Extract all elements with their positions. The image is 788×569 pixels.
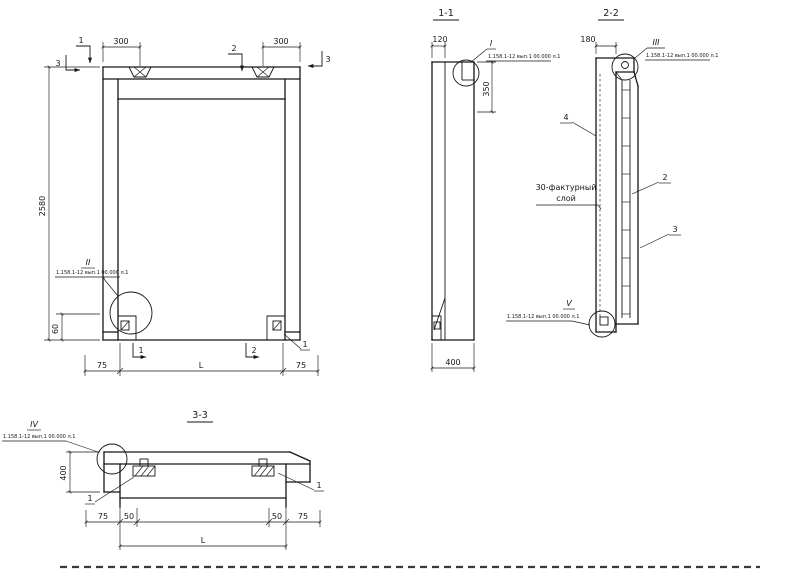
detail-V-ref: 1.158.1-12 вып.1 00.000 л.1 xyxy=(507,314,579,320)
dim-120: 120 xyxy=(432,35,447,44)
cut-1-bottom-label: 1 xyxy=(138,346,143,355)
detail-callout-IV: IV 1.158.1-12 вып.1 00.000 л.1 xyxy=(2,420,99,453)
detail-circle-IV xyxy=(96,443,128,475)
anchor-loop xyxy=(621,61,629,69)
cut-2-top-label: 2 xyxy=(231,44,236,53)
dim-75-left: 75 xyxy=(97,361,107,370)
detail-I-ref: 1.158.1-12 вып.1 00.000 л.1 xyxy=(488,54,560,60)
cut-marker-2-bottom: 2 xyxy=(245,343,260,360)
dim-50-left-3-3: 50 xyxy=(124,512,134,521)
detail-I-label: I xyxy=(490,39,493,48)
section-2-2: 2-2 xyxy=(506,8,718,338)
detail-callout-II: II 1.158.1-12 вып.1 00.000 л.1 xyxy=(55,258,153,335)
detail-III-label: III xyxy=(652,38,660,47)
dim-75-right: 75 xyxy=(296,361,306,370)
section-3-3-title: 3-3 xyxy=(192,410,208,421)
cut-3-left-label: 3 xyxy=(55,59,60,68)
dim-180: 180 xyxy=(580,35,595,44)
note-line-1: 30-фактурный xyxy=(536,183,597,192)
detail-circle-III xyxy=(611,53,639,81)
item-3-label: 3 xyxy=(672,225,677,234)
dim-60: 60 xyxy=(51,324,60,334)
item-2-label: 2 xyxy=(662,173,667,182)
cut-2-bottom-label: 2 xyxy=(251,346,256,355)
detail-IV-ref: 1.158.1-12 вып.1 00.000 л.1 xyxy=(3,434,75,440)
section-2-2-title: 2-2 xyxy=(603,8,619,19)
dim-75-right-3-3: 75 xyxy=(298,512,308,521)
item-leader-1-left: 1 xyxy=(85,476,135,505)
detail-callout-III: III 1.158.1-12 вып.1 00.000 л.1 xyxy=(634,38,718,61)
detail-III-ref: 1.158.1-12 вып.1 00.000 л.1 xyxy=(646,53,718,59)
dim-50-right-3-3: 50 xyxy=(272,512,282,521)
dim-400: 400 xyxy=(445,358,460,367)
cut-1-top-label: 1 xyxy=(78,36,83,45)
dim-2580: 2580 xyxy=(38,196,47,216)
cut-marker-2-top: 2 xyxy=(228,44,245,72)
textured-layer-note: 30-фактурный слой xyxy=(536,183,602,210)
dim-350: 350 xyxy=(482,81,491,96)
dim-L-3-3: L xyxy=(201,536,206,545)
section-1-1-title: 1-1 xyxy=(438,8,454,19)
embed-left xyxy=(132,458,156,477)
item-4-label: 4 xyxy=(563,113,568,122)
lifting-notch-left xyxy=(128,66,152,78)
main-view: 300 300 1 2 3 3 1 2 1 xyxy=(38,36,331,376)
lifting-notch-right xyxy=(251,66,275,78)
item-leader-2: 2 xyxy=(631,173,671,195)
detail-IV-label: IV xyxy=(30,420,38,429)
dim-300-left: 300 xyxy=(113,37,128,46)
item-leader-4: 4 xyxy=(560,113,597,137)
detail-circle-I xyxy=(452,59,480,87)
detail-II-ref: 1.158.1-12 вып.1 00.000 л.1 xyxy=(56,270,128,276)
cut-marker-3-left: 3 xyxy=(55,55,81,73)
detail-circle-V xyxy=(588,310,616,338)
dim-L: L xyxy=(199,361,204,370)
cut-marker-3-right: 3 xyxy=(307,51,331,69)
detail-V-label: V xyxy=(566,299,572,308)
item-leader-1: 1 xyxy=(283,333,310,351)
detail-II-label: II xyxy=(86,258,91,267)
embed-right xyxy=(251,458,275,477)
cut-marker-1-bottom: 1 xyxy=(132,343,147,360)
item-1-label: 1 xyxy=(302,340,307,349)
detail-callout-V: V 1.158.1-12 вып.1 00.000 л.1 xyxy=(506,299,591,326)
item-1-left-label: 1 xyxy=(87,494,92,503)
foot-left xyxy=(118,315,137,340)
detail-callout-I: I 1.158.1-12 вып.1 00.000 л.1 xyxy=(470,39,560,63)
dim-400-3-3: 400 xyxy=(59,465,68,480)
note-line-2: слой xyxy=(556,194,576,203)
cut-marker-1-top: 1 xyxy=(76,36,93,64)
foot-right xyxy=(266,315,285,340)
reinforcement-ladder xyxy=(615,71,631,318)
detail-circle-II xyxy=(109,291,153,335)
item-leader-3: 3 xyxy=(639,225,681,249)
section-1-1: 1-1 120 I 1.158.1-12 вып.1 00.000 л.1 xyxy=(430,8,560,372)
item-1-right-label: 1 xyxy=(316,481,321,490)
section-3-3: 3-3 IV 1.158.1-12 вып.1 00.000 л.1 xyxy=(2,410,324,550)
dim-300-right: 300 xyxy=(273,37,288,46)
item-leader-1-right: 1 xyxy=(277,472,324,492)
cut-3-right-label: 3 xyxy=(325,55,330,64)
dim-75-left-3-3: 75 xyxy=(98,512,108,521)
